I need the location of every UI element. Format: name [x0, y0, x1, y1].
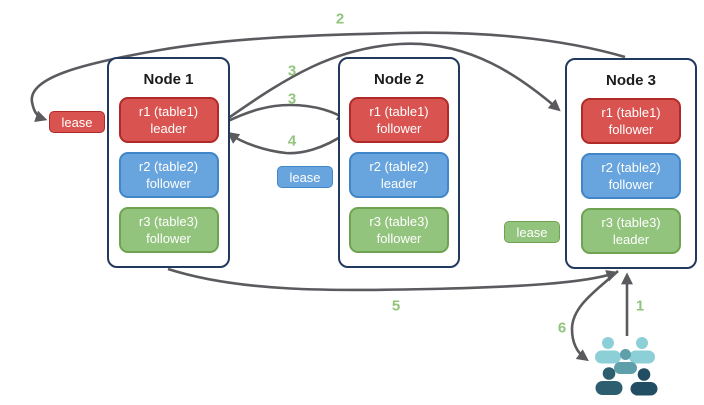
replica-range: r1 (table1): [369, 104, 429, 119]
replica-role: follower: [376, 121, 422, 136]
replica-r3-node3: r3 (table3) leader: [581, 208, 681, 254]
node-2: Node 2 r1 (table1) follower r2 (table2) …: [338, 57, 460, 268]
replica-range: r1 (table1): [138, 104, 199, 119]
replica-r1-node1: r1 (table1) leader: [118, 97, 219, 143]
replica-r2-node1: r2 (table2) follower: [118, 152, 219, 198]
person-icon: [629, 337, 655, 364]
arrow-step-3-short: [223, 103, 349, 125]
replica-role: follower: [146, 231, 191, 246]
replica-r2-node3: r2 (table2) follower: [581, 153, 681, 199]
replica-r1-node2: r1 (table1) follower: [349, 97, 449, 143]
person-icon: [614, 349, 637, 374]
node-title: Node 2: [373, 71, 424, 88]
person-icon: [595, 367, 623, 395]
node-1: Node 1 r1 (table1) leader r2 (table2) fo…: [107, 57, 230, 268]
step-label-1: 1: [635, 297, 645, 315]
replica-range: r2 (table2): [369, 159, 429, 174]
step-label-2: 2: [335, 10, 345, 28]
replica-r3-node2: r3 (table3) follower: [349, 207, 449, 253]
replica-r2-node2: r2 (table2) leader: [349, 152, 449, 198]
replica-role: follower: [376, 231, 422, 246]
arrow-step-6: [570, 270, 619, 362]
replica-range: r3 (table3): [601, 215, 661, 230]
replica-role: leader: [612, 232, 650, 247]
step-label-6: 6: [557, 319, 567, 337]
lease-badge-blue: lease: [277, 166, 333, 188]
node-title: Node 1: [143, 71, 194, 88]
node-3: Node 3 r1 (table1) follower r2 (table2) …: [565, 58, 697, 269]
node-title: Node 3: [605, 72, 656, 89]
replica-role: leader: [380, 176, 418, 191]
step-label-3b: 3: [287, 90, 297, 108]
step-label-4: 4: [287, 132, 297, 150]
replica-role: leader: [150, 121, 187, 136]
replica-role: follower: [608, 177, 654, 192]
person-icon: [630, 368, 658, 396]
replica-role: follower: [146, 176, 191, 191]
replica-range: r3 (table3): [369, 214, 429, 229]
step-label-3a: 3: [287, 62, 297, 80]
person-icon: [595, 337, 621, 364]
lease-badge-green: lease: [504, 221, 560, 243]
lease-badge-red: lease: [49, 111, 105, 133]
users-icon: [595, 337, 658, 396]
replica-role: follower: [608, 122, 654, 137]
arrow-step-5: [167, 267, 619, 292]
replica-range: r2 (table2): [601, 160, 661, 175]
replica-range: r2 (table2): [138, 159, 199, 174]
replica-r1-node3: r1 (table1) follower: [581, 98, 681, 144]
step-label-5: 5: [391, 297, 401, 315]
replica-range: r3 (table3): [138, 214, 199, 229]
replica-r3-node1: r3 (table3) follower: [118, 207, 219, 253]
replica-range: r1 (table1): [601, 105, 661, 120]
